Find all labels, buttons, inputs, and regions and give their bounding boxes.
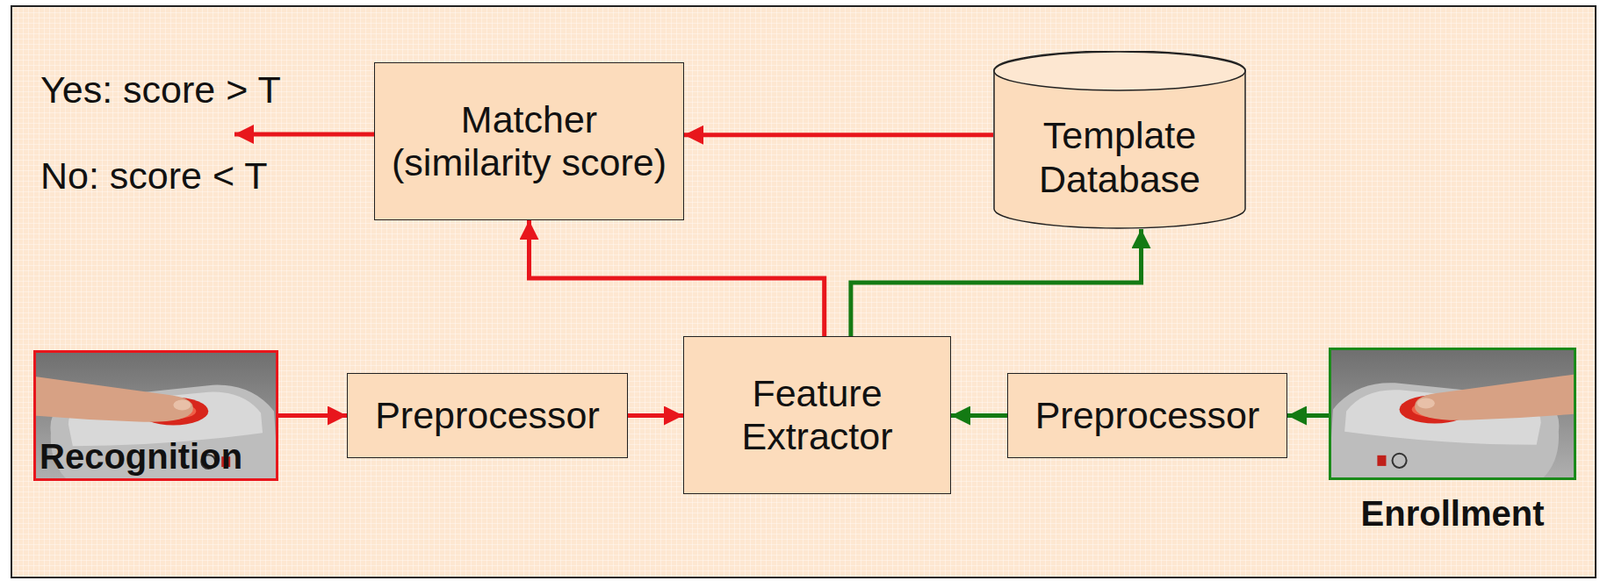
scanner-photo xyxy=(33,350,279,482)
process-box: Preprocessor xyxy=(346,373,628,459)
scanner-frame: Enrollment xyxy=(1328,347,1577,481)
node-text: Preprocessor xyxy=(1035,394,1261,438)
node-text: Matcher xyxy=(461,98,598,142)
flow-arrow xyxy=(850,229,1142,337)
process-box: Feature Extractor xyxy=(683,336,952,495)
database-cylinder: Template Database xyxy=(993,50,1247,230)
flow-arrow xyxy=(627,413,684,419)
flow-arrow xyxy=(278,413,347,419)
matcher-box: Matcher(similarity score) xyxy=(374,62,685,221)
scanner-frame: Recognition xyxy=(33,350,279,482)
decision-label: Yes: score > T xyxy=(40,68,282,112)
cylinder-top xyxy=(994,51,1246,91)
scanner-photo-mirrored xyxy=(1328,347,1577,481)
decision-arrow xyxy=(234,132,375,137)
flow-arrow xyxy=(951,413,1008,419)
flow-arrow xyxy=(529,220,825,337)
flow-arrow xyxy=(1287,413,1329,419)
node-text: (similarity score) xyxy=(391,141,667,185)
scanner-caption: Recognition xyxy=(39,436,243,477)
scanner-photo xyxy=(1328,347,1577,481)
flow-arrow xyxy=(684,132,994,137)
scanner-caption: Enrollment xyxy=(1361,493,1545,534)
node-text: Template Database xyxy=(1010,114,1229,202)
process-box: Preprocessor xyxy=(1007,373,1288,459)
node-text: Preprocessor xyxy=(374,394,600,438)
decision-label: No: score < T xyxy=(40,154,268,198)
node-text: Feature Extractor xyxy=(700,372,934,460)
cylinder-body xyxy=(994,50,1246,229)
